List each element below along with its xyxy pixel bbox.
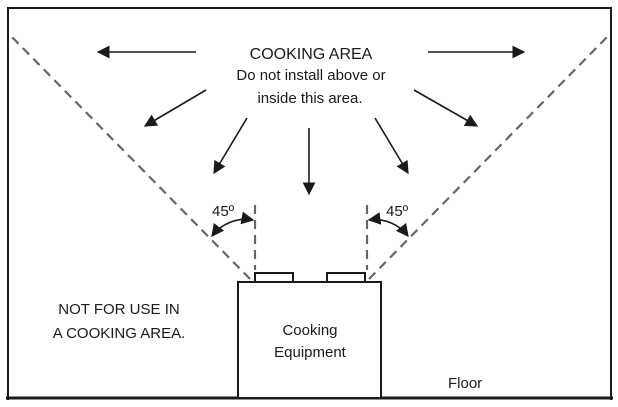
right-angle-label: 45º <box>386 203 409 220</box>
right-angle-arc <box>367 212 409 238</box>
arrow-down-right <box>374 117 409 175</box>
burner-left <box>254 272 294 283</box>
burner-right <box>326 272 366 283</box>
left-boundary-dashed-line <box>7 32 251 280</box>
arrow-lower-left <box>143 89 207 127</box>
cooking-area-warning-line1: Do not install above or <box>236 67 385 84</box>
equipment-label-line1: Cooking <box>282 322 337 339</box>
arrow-down-left <box>213 117 248 175</box>
cooking-area-title: COOKING AREA <box>250 46 373 63</box>
not-for-use-line1: NOT FOR USE IN <box>58 301 179 318</box>
not-for-use-line2: A COOKING AREA. <box>53 325 186 342</box>
floor-label: Floor <box>448 375 482 392</box>
left-angle-label: 45º <box>212 203 235 220</box>
left-angle-arc <box>211 211 255 238</box>
room-outline <box>7 7 612 400</box>
equipment-label-line2: Equipment <box>274 344 347 361</box>
arrow-lower-right <box>413 89 479 127</box>
right-boundary-dashed-line <box>368 32 612 280</box>
cooking-area-warning-line2: inside this area. <box>257 90 362 107</box>
cooking-equipment-box <box>237 281 382 399</box>
